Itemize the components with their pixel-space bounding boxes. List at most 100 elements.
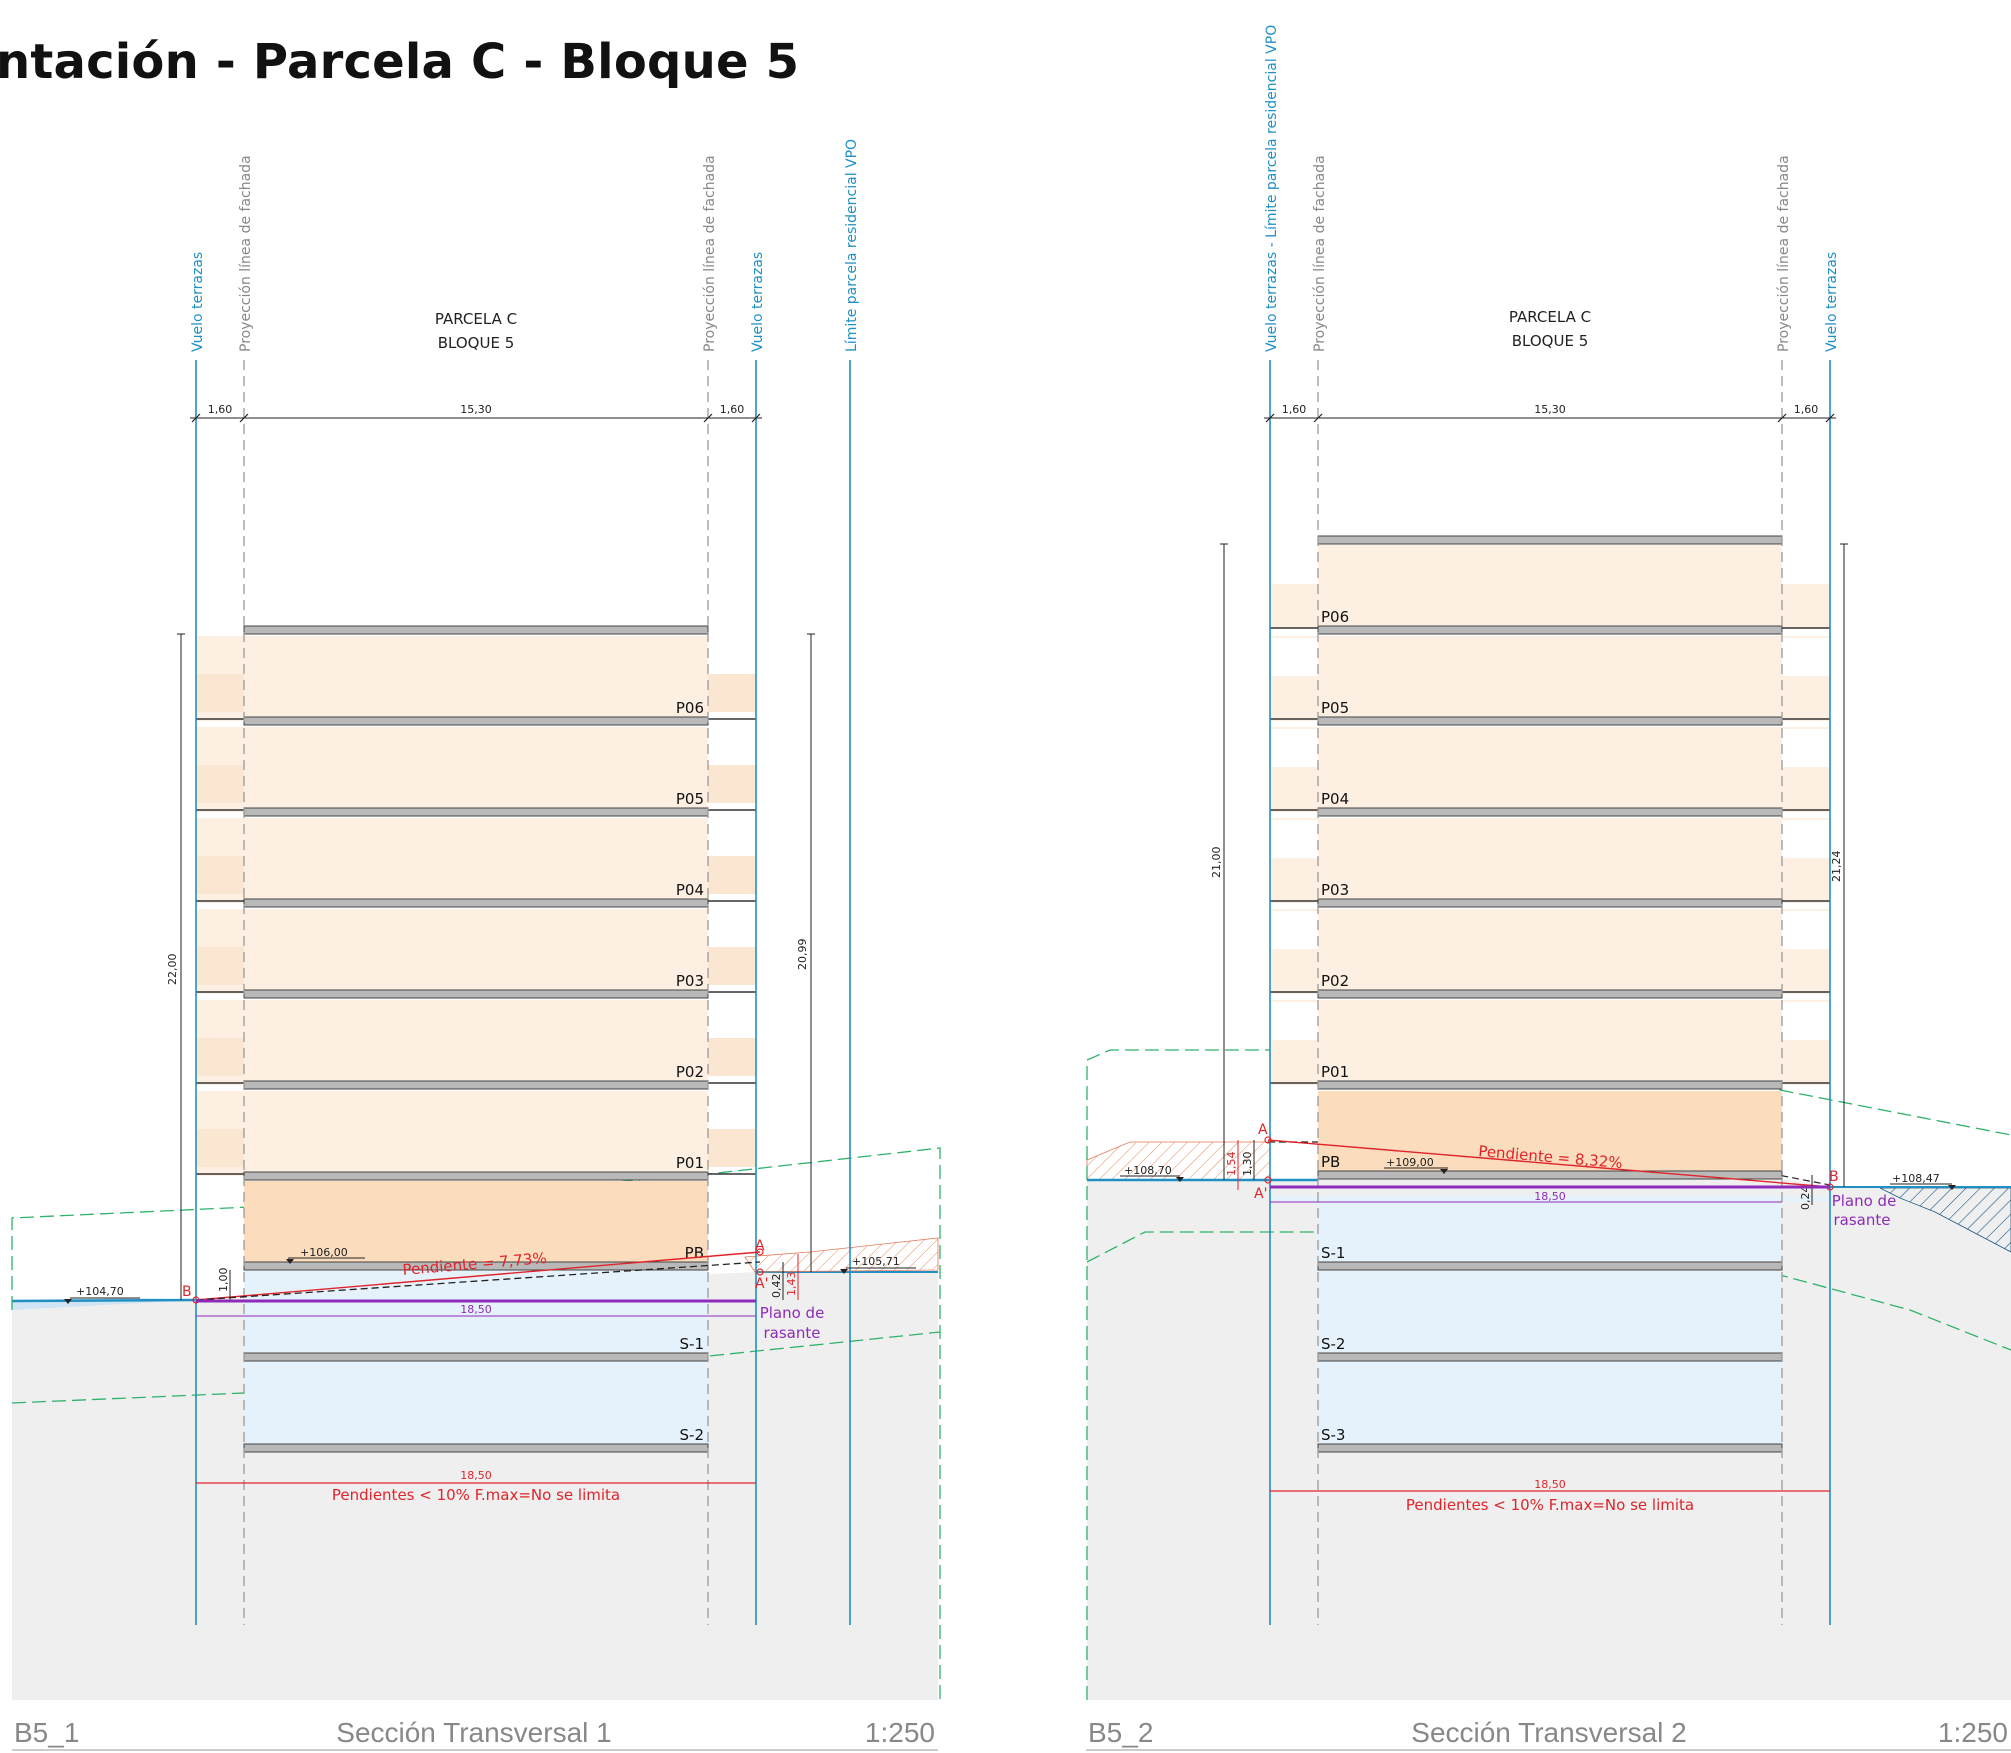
block-label: BLOQUE 5 bbox=[1512, 332, 1589, 350]
slab-p05 bbox=[196, 807, 756, 817]
terrace-white bbox=[1270, 1002, 1318, 1040]
dim-right: 1,60 bbox=[720, 403, 745, 416]
floor-label-p03: P03 bbox=[1321, 881, 1349, 899]
floor-label-p01: P01 bbox=[676, 1154, 704, 1172]
point-a-marker bbox=[1264, 1136, 1272, 1144]
slab-p02 bbox=[1270, 989, 1830, 999]
floor-label-s1: S-1 bbox=[1321, 1244, 1345, 1262]
small-dim-label: 0,42 bbox=[770, 1274, 783, 1299]
bottom-dim-label: 18,50 bbox=[1534, 1478, 1566, 1491]
slab-s3 bbox=[1317, 1443, 1783, 1453]
slope-line bbox=[195, 1251, 761, 1301]
floor-band-p02 bbox=[196, 1000, 708, 1085]
floor-label-s1: S-1 bbox=[680, 1335, 704, 1353]
slab-p05 bbox=[1270, 716, 1830, 726]
terrace-white bbox=[1270, 638, 1318, 676]
floor-band-p02 bbox=[1270, 1000, 1830, 1085]
basement-band bbox=[1318, 1196, 1782, 1446]
slab-p01 bbox=[196, 1171, 756, 1181]
terrace-band bbox=[196, 1129, 244, 1167]
floor-label-p05: P05 bbox=[676, 790, 704, 808]
guide-label-vuelo-left: Vuelo terrazas bbox=[190, 252, 206, 352]
slab-p04 bbox=[1270, 807, 1830, 817]
green-envelope-bottom bbox=[11, 1331, 941, 1404]
guide-label-vuelo-right: Vuelo terrazas bbox=[750, 252, 766, 352]
guide-label-limite: Límite parcela residencial VPO bbox=[844, 139, 860, 352]
section-1: Vuelo terrazas Proyección línea de facha… bbox=[11, 139, 941, 1751]
terrace-white bbox=[1270, 911, 1318, 949]
floor-label-p02: P02 bbox=[1321, 972, 1349, 990]
floor-label-p06: P06 bbox=[1321, 608, 1349, 626]
level-left-label: +108,70 bbox=[1124, 1164, 1172, 1177]
small-dim-label-red: 1,54 bbox=[1225, 1152, 1238, 1177]
level-right-label: +108,47 bbox=[1892, 1172, 1940, 1185]
terrace-band bbox=[708, 1129, 756, 1167]
terrace-white bbox=[1782, 1002, 1830, 1040]
small-dim-label: 1,00 bbox=[217, 1268, 230, 1293]
terrace-band bbox=[708, 1038, 756, 1076]
point-a-prime-marker bbox=[1264, 1176, 1272, 1184]
slab-s2 bbox=[1317, 1352, 1783, 1362]
slab-p01 bbox=[1270, 1080, 1830, 1090]
terrace-band bbox=[708, 856, 756, 894]
terrace-white bbox=[1782, 820, 1830, 858]
ground-floor-band bbox=[244, 1181, 708, 1262]
block-label: BLOQUE 5 bbox=[438, 334, 515, 352]
plano-label-2: rasante bbox=[1834, 1211, 1891, 1229]
dim-center: 15,30 bbox=[1534, 403, 1566, 416]
footer-scale: 1:250 bbox=[865, 1717, 935, 1748]
terrace-band bbox=[708, 765, 756, 803]
dim-tick bbox=[1265, 413, 1275, 423]
footer-section-name: Sección Transversal 1 bbox=[336, 1717, 611, 1748]
floor-label-s3: S-3 bbox=[1321, 1426, 1345, 1444]
level-left-marker bbox=[64, 1299, 72, 1304]
bottom-note: Pendientes < 10% F.max=No se limita bbox=[1406, 1496, 1694, 1514]
point-a-prime-label: A' bbox=[755, 1276, 768, 1292]
slab-p02 bbox=[196, 1080, 756, 1090]
bottom-dim-label: 18,50 bbox=[460, 1469, 492, 1482]
level-right-label: +105,71 bbox=[852, 1255, 900, 1268]
footer-scale: 1:250 bbox=[1938, 1717, 2008, 1748]
guide-label-fachada-right: Proyección línea de fachada bbox=[702, 155, 718, 352]
section-2: Vuelo terrazas - Límite parcela residenc… bbox=[1086, 25, 2011, 1751]
floor-band-p05 bbox=[196, 727, 708, 812]
level-building-marker bbox=[1440, 1169, 1448, 1174]
footer-section-name: Sección Transversal 2 bbox=[1411, 1717, 1686, 1748]
footer-code: B5_1 bbox=[14, 1717, 79, 1748]
point-b-label: B bbox=[182, 1284, 192, 1300]
level-right-marker bbox=[840, 1269, 848, 1274]
dim-tick bbox=[1777, 413, 1787, 423]
height-left-label: 22,00 bbox=[166, 954, 179, 986]
floor-label-p03: P03 bbox=[676, 972, 704, 990]
floor-band-p03 bbox=[1270, 909, 1830, 994]
ground-floor-band bbox=[1318, 1091, 1782, 1171]
height-right-label: 20,99 bbox=[796, 939, 809, 971]
guide-label-fachada-left: Proyección línea de fachada bbox=[1312, 155, 1328, 352]
floor-label-p02: P02 bbox=[676, 1063, 704, 1081]
dim-left: 1,60 bbox=[208, 403, 233, 416]
footer-code: B5_2 bbox=[1088, 1717, 1153, 1748]
slab-s2 bbox=[243, 1443, 709, 1453]
terrace-white bbox=[1270, 729, 1318, 767]
slab-roof bbox=[1317, 535, 1783, 545]
slab-s1 bbox=[243, 1352, 709, 1362]
point-a-prime-marker bbox=[756, 1268, 764, 1276]
plano-dim-label: 18,50 bbox=[460, 1303, 492, 1316]
floor-label-p06: P06 bbox=[676, 699, 704, 717]
terrace-band bbox=[708, 674, 756, 712]
point-a-label: A bbox=[1258, 1122, 1268, 1138]
point-a-marker bbox=[756, 1248, 764, 1256]
small-dim-label: 0,24 bbox=[1799, 1186, 1812, 1211]
slope-line bbox=[1267, 1139, 1831, 1188]
floor-label-pb: PB bbox=[1321, 1153, 1340, 1171]
slab-p03 bbox=[196, 989, 756, 999]
terrace-band bbox=[196, 674, 244, 712]
height-left-label: 21,00 bbox=[1210, 847, 1223, 879]
dim-tick bbox=[239, 413, 249, 423]
terrace-band bbox=[708, 947, 756, 985]
floor-label-pb: PB bbox=[685, 1244, 704, 1262]
dim-tick bbox=[1825, 413, 1835, 423]
floor-label-p01: P01 bbox=[1321, 1063, 1349, 1081]
slab-roof bbox=[243, 625, 709, 635]
